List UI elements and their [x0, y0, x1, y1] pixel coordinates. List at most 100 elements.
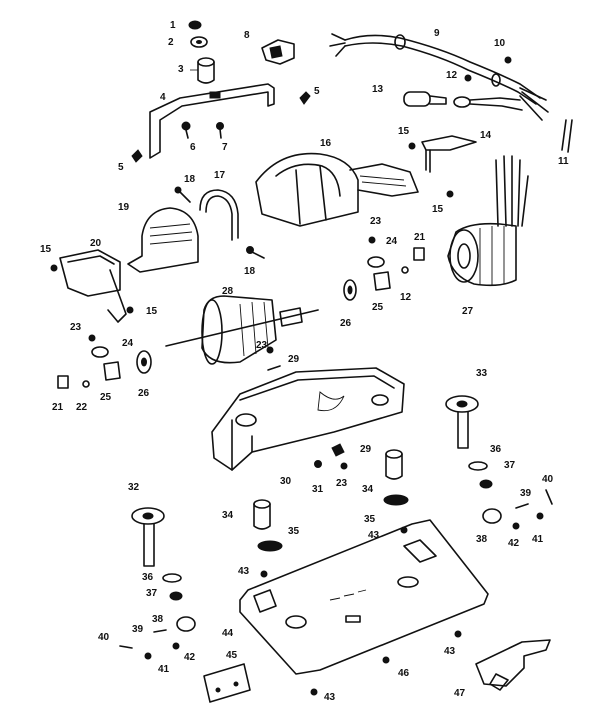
- part-30-base-housing: [211, 367, 405, 471]
- part-1-screw: [188, 20, 202, 30]
- callout-label-37: 37: [504, 460, 516, 471]
- part-33-shaft: [445, 395, 479, 449]
- callout-label-9: 9: [434, 28, 440, 39]
- callout-label-16: 16: [320, 138, 332, 149]
- callout-label-43: 43: [368, 530, 380, 541]
- part-34-spacer: [253, 449, 403, 530]
- part-5-screw: [131, 91, 311, 163]
- part-27-field-stator: [447, 155, 529, 287]
- callout-label-5: 5: [118, 162, 124, 173]
- part-37-nut: [169, 479, 493, 601]
- part-42-screw: [172, 522, 520, 650]
- callout-label-23: 23: [336, 478, 348, 489]
- callout-label-25: 25: [372, 302, 384, 313]
- part-17-spring-clip: [199, 189, 239, 241]
- callout-label-24: 24: [386, 236, 398, 247]
- callout-label-15: 15: [40, 244, 52, 255]
- part-4-bracket: [149, 83, 275, 159]
- callout-label-27: 27: [462, 306, 474, 317]
- callout-label-30: 30: [280, 476, 292, 487]
- part-14-bracket: [421, 135, 477, 173]
- part-18-screw: [174, 186, 265, 259]
- part-10-screw: [504, 56, 512, 64]
- callout-label-15: 15: [146, 306, 158, 317]
- part-29-screw: [267, 365, 345, 457]
- part-40-pin: [119, 489, 553, 649]
- callout-label-12: 12: [446, 70, 458, 81]
- callout-label-29: 29: [288, 354, 300, 365]
- part-35-gear: [257, 494, 409, 552]
- callout-label-29: 29: [360, 444, 372, 455]
- part-41-screw: [144, 512, 544, 660]
- callout-label-7: 7: [222, 142, 228, 153]
- callout-label-32: 32: [128, 482, 140, 493]
- callout-label-43: 43: [324, 692, 336, 703]
- callout-label-10: 10: [494, 38, 506, 49]
- callout-label-19: 19: [118, 202, 130, 213]
- callout-label-33: 33: [476, 368, 488, 379]
- part-8-clip: [261, 39, 295, 65]
- part-47-clamp: [475, 639, 551, 691]
- part-31-screw: [314, 460, 322, 468]
- callout-label-5: 5: [314, 86, 320, 97]
- callout-label-34: 34: [222, 510, 234, 521]
- callout-label-1: 1: [170, 20, 176, 31]
- callout-label-18: 18: [184, 174, 196, 185]
- callout-label-36: 36: [142, 572, 154, 583]
- part-39-pin: [153, 503, 529, 633]
- callout-label-41: 41: [532, 534, 544, 545]
- callout-label-12: 12: [400, 292, 412, 303]
- callout-label-28: 28: [222, 286, 234, 297]
- callout-label-43: 43: [444, 646, 456, 657]
- callout-label-11: 11: [558, 156, 569, 167]
- part-16-motor-housing: [255, 152, 419, 227]
- callout-label-37: 37: [146, 588, 158, 599]
- part-21-brush: [57, 247, 425, 389]
- callout-label-2: 2: [168, 37, 174, 48]
- part-24-brush-cap: [91, 256, 385, 358]
- callout-label-20: 20: [90, 238, 102, 249]
- callout-label-31: 31: [312, 484, 324, 495]
- callout-label-39: 39: [132, 624, 144, 635]
- callout-label-39: 39: [520, 488, 532, 499]
- callout-label-36: 36: [490, 444, 502, 455]
- callout-label-3: 3: [178, 64, 184, 75]
- part-13-switch: [403, 91, 523, 111]
- part-22-spring: [82, 266, 409, 388]
- callout-label-35: 35: [288, 526, 300, 537]
- callout-label-4: 4: [160, 92, 166, 103]
- callout-label-15: 15: [432, 204, 444, 215]
- callout-label-38: 38: [476, 534, 488, 545]
- part-9-cord: [329, 33, 549, 121]
- part-46-screw: [382, 656, 390, 664]
- callout-label-6: 6: [190, 142, 196, 153]
- callout-label-23: 23: [370, 216, 382, 227]
- callout-label-45: 45: [226, 650, 238, 661]
- callout-label-23: 23: [70, 322, 82, 333]
- callout-label-34: 34: [362, 484, 374, 495]
- part-20-bracket: [59, 249, 127, 323]
- part-11-brush-springs: [561, 119, 573, 153]
- part-23-screw: [88, 236, 376, 470]
- part-3-bushing: [190, 57, 215, 84]
- callout-label-24: 24: [122, 338, 134, 349]
- part-45-plate: [203, 663, 251, 703]
- callout-label-38: 38: [152, 614, 164, 625]
- part-26-bearing: [136, 279, 357, 374]
- callout-label-40: 40: [542, 474, 554, 485]
- callout-label-13: 13: [372, 84, 384, 95]
- callout-label-25: 25: [100, 392, 112, 403]
- part-36-washer: [162, 461, 488, 583]
- callout-label-14: 14: [480, 130, 492, 141]
- callout-label-26: 26: [340, 318, 352, 329]
- callout-label-47: 47: [454, 688, 466, 699]
- callout-label-35: 35: [364, 514, 376, 525]
- callout-label-23: 23: [256, 340, 268, 351]
- callout-label-15: 15: [398, 126, 410, 137]
- callout-label-42: 42: [508, 538, 520, 549]
- callout-label-40: 40: [98, 632, 110, 643]
- callout-label-22: 22: [76, 402, 88, 413]
- callout-label-18: 18: [244, 266, 256, 277]
- part-12-screw: [464, 74, 472, 82]
- part-6-screw: [181, 121, 191, 139]
